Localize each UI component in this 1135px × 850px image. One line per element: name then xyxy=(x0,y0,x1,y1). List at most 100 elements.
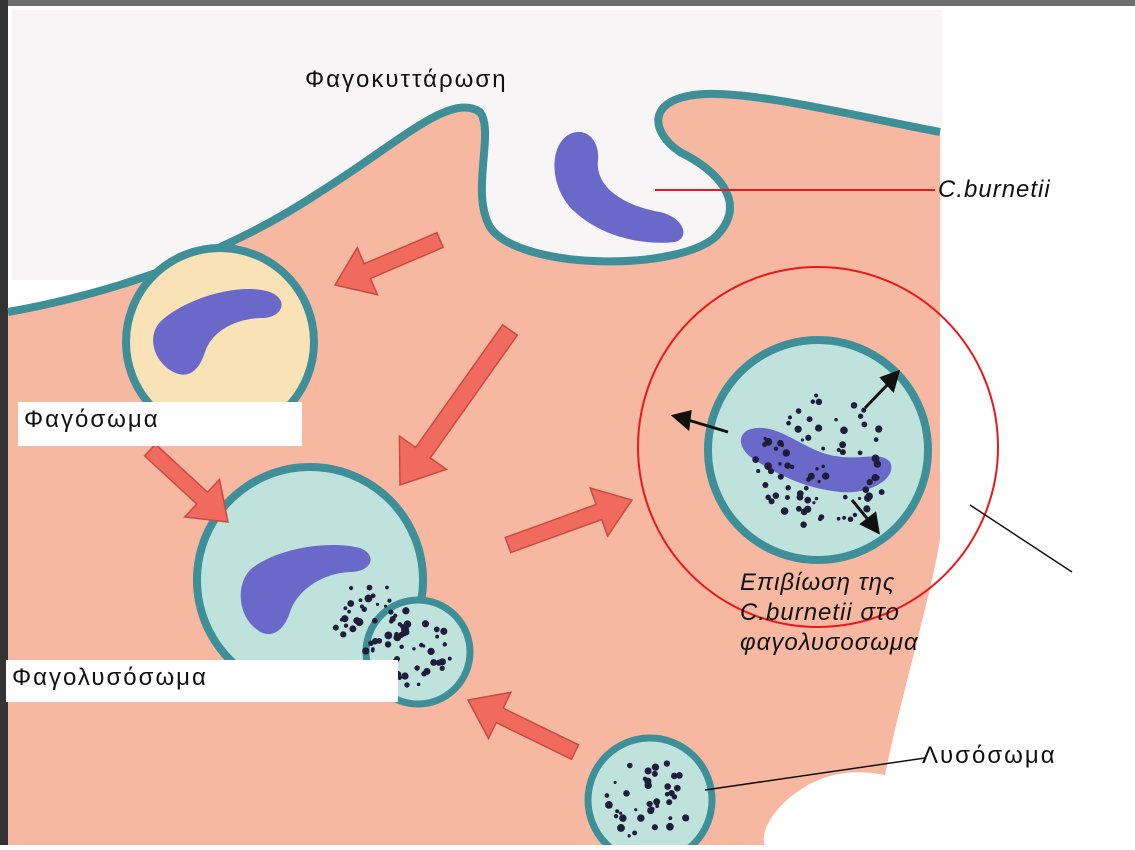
granule xyxy=(647,801,653,807)
granule xyxy=(614,814,618,818)
granule xyxy=(674,785,681,792)
granule xyxy=(605,793,610,798)
granule xyxy=(637,814,644,821)
granule xyxy=(848,516,853,521)
granule xyxy=(815,424,822,431)
label-phagolysosome: Φαγολυσόσωμα xyxy=(6,660,398,702)
granule xyxy=(644,778,651,785)
granule xyxy=(867,479,873,485)
granule xyxy=(778,474,784,480)
granule xyxy=(615,809,619,813)
granule xyxy=(422,644,425,647)
granule xyxy=(684,816,689,821)
granule xyxy=(800,521,807,528)
granule xyxy=(365,595,373,603)
granule xyxy=(619,814,626,821)
granule xyxy=(671,773,678,780)
granule xyxy=(822,472,829,479)
granule xyxy=(628,834,631,837)
granule xyxy=(349,625,356,632)
granule xyxy=(341,615,348,622)
granule xyxy=(435,635,439,639)
granule xyxy=(769,498,775,504)
granule xyxy=(797,494,804,501)
granule xyxy=(805,435,811,441)
granule xyxy=(653,798,660,805)
granule xyxy=(783,449,790,456)
label-survival-line2: C.burnetii στο xyxy=(740,598,919,628)
left-border xyxy=(0,0,8,845)
granule xyxy=(817,480,820,483)
granule xyxy=(399,645,403,649)
granule xyxy=(359,598,363,602)
granule xyxy=(804,497,811,504)
granule xyxy=(422,622,425,625)
granule xyxy=(879,489,885,495)
granule xyxy=(821,447,825,451)
granule xyxy=(372,638,378,644)
granule xyxy=(815,467,818,470)
granule xyxy=(412,647,415,650)
granule xyxy=(811,399,816,404)
granule xyxy=(865,492,873,500)
granule xyxy=(434,627,440,633)
granule xyxy=(781,507,789,515)
granule xyxy=(393,634,401,642)
granule xyxy=(875,425,882,432)
granule xyxy=(874,437,879,442)
granule xyxy=(655,804,659,808)
granule xyxy=(666,799,672,805)
granule xyxy=(443,642,447,646)
granule xyxy=(763,437,766,440)
granule xyxy=(388,609,393,614)
granule xyxy=(402,607,409,614)
granule xyxy=(851,402,857,408)
granule xyxy=(353,617,360,624)
granule xyxy=(362,647,369,654)
granule xyxy=(404,623,409,628)
granule xyxy=(340,631,346,637)
granule xyxy=(632,830,637,835)
granule xyxy=(804,486,809,491)
granule xyxy=(874,460,881,467)
granule xyxy=(861,422,867,428)
granule xyxy=(664,783,671,790)
granule xyxy=(816,399,822,405)
granule xyxy=(333,625,339,631)
granule xyxy=(605,801,613,809)
granule xyxy=(417,683,421,687)
granule xyxy=(837,517,841,521)
granule xyxy=(843,495,848,500)
granule xyxy=(387,599,391,603)
granule xyxy=(385,586,389,590)
label-phagocytosis: Φαγοκυττάρωση xyxy=(305,66,508,94)
granule xyxy=(853,513,857,517)
granule xyxy=(785,495,790,500)
granule xyxy=(666,823,674,831)
label-survival: Επιβίωση της C.burnetii στο φαγολυσοσωμα xyxy=(740,568,919,658)
granule xyxy=(349,586,353,590)
granule xyxy=(862,486,869,493)
label-survival-line1: Επιβίωση της xyxy=(740,568,919,598)
granule xyxy=(863,505,870,512)
granule xyxy=(840,449,846,455)
granule xyxy=(376,603,379,606)
granule xyxy=(858,450,863,455)
granule xyxy=(347,600,354,607)
granule xyxy=(858,414,863,419)
granule xyxy=(814,394,818,398)
granule xyxy=(384,632,392,640)
granule xyxy=(614,781,617,784)
granule xyxy=(645,767,652,774)
granule xyxy=(788,415,792,419)
granule xyxy=(421,671,427,677)
granule xyxy=(790,465,794,469)
granule xyxy=(834,418,838,422)
granule xyxy=(367,585,373,591)
granule xyxy=(858,497,861,500)
granule xyxy=(804,506,811,513)
granule xyxy=(840,427,848,435)
granule xyxy=(440,666,445,671)
granule xyxy=(436,660,442,666)
granule xyxy=(801,438,804,441)
